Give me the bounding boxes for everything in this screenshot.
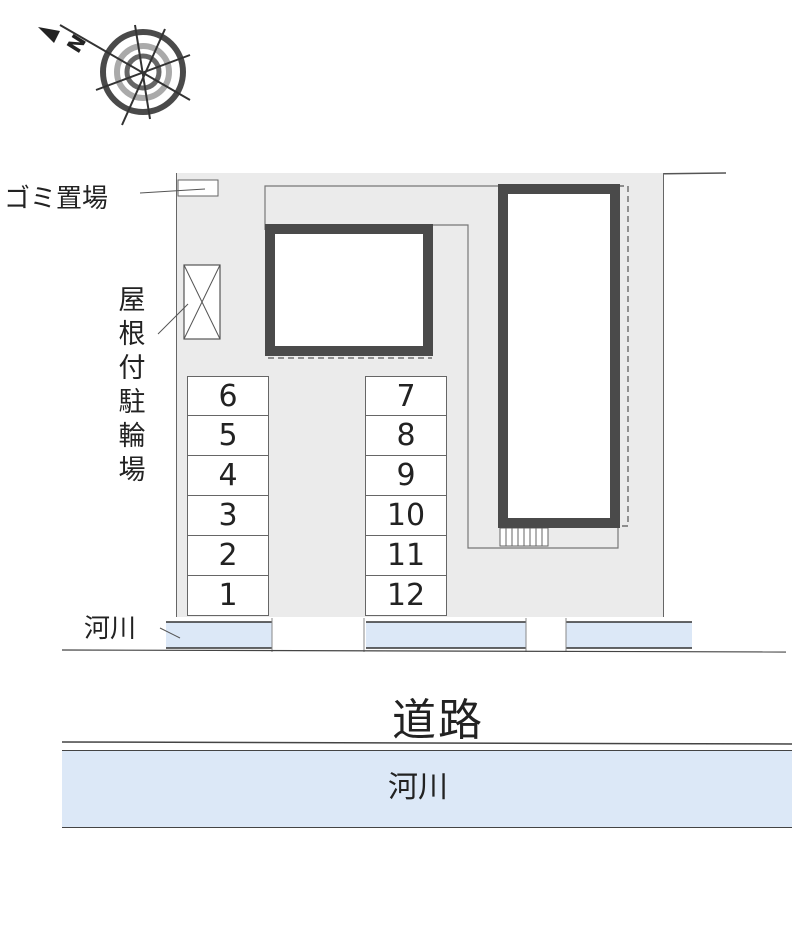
road-label: 道路 (392, 695, 484, 746)
covered-bike-parking-label: 屋根付駐輪場 (118, 285, 146, 486)
parking-space: 5 (187, 416, 269, 456)
parking-space: 2 (187, 536, 269, 576)
river-large (62, 750, 792, 828)
parking-column-left: 6 5 4 3 2 1 (187, 376, 269, 616)
parking-space: 3 (187, 496, 269, 536)
river-strip-segment (366, 622, 526, 648)
parking-space: 12 (365, 576, 447, 616)
river-small-label: 河川 (84, 614, 137, 644)
parking-space: 8 (365, 416, 447, 456)
parking-space: 10 (365, 496, 447, 536)
building-small (265, 224, 433, 356)
parking-space: 7 (365, 376, 447, 416)
garbage-area-label: ゴミ置場 (4, 184, 109, 214)
parking-space: 1 (187, 576, 269, 616)
parking-space: 9 (365, 456, 447, 496)
parking-column-right: 7 8 9 10 11 12 (365, 376, 447, 616)
river-large-label: 河川 (388, 770, 448, 805)
compass-icon: N (38, 24, 191, 126)
parking-space: 4 (187, 456, 269, 496)
building-long (498, 184, 620, 528)
river-strip-segment (166, 622, 272, 648)
river-strip-segment (566, 622, 692, 648)
parking-space: 6 (187, 376, 269, 416)
parking-space: 11 (365, 536, 447, 576)
